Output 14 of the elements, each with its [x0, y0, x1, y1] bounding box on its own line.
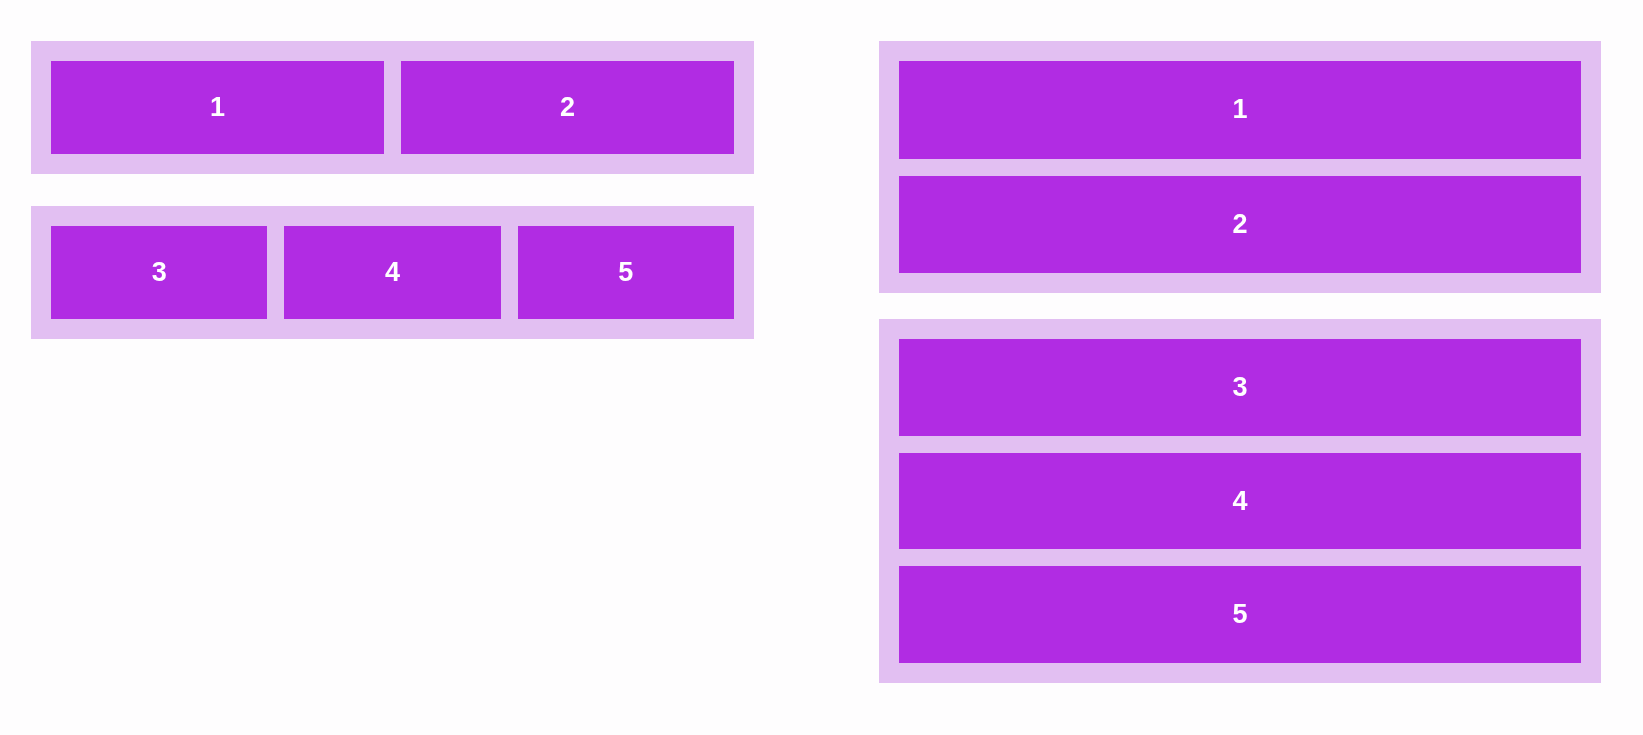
flex-item: 2 [401, 61, 734, 154]
flex-item: 1 [51, 61, 384, 154]
flex-item: 5 [899, 566, 1581, 663]
flex-container [31, 41, 754, 174]
flex-item: 3 [899, 339, 1581, 436]
flex-container [31, 206, 754, 339]
flex-container [879, 319, 1601, 683]
flex-container [879, 41, 1601, 293]
flex-item: 4 [899, 452, 1581, 550]
flex-item: 2 [899, 175, 1581, 273]
flex-item: 4 [284, 226, 501, 319]
flex-item: 5 [517, 226, 734, 319]
flex-item: 3 [51, 226, 268, 319]
flex-item: 1 [899, 61, 1581, 159]
